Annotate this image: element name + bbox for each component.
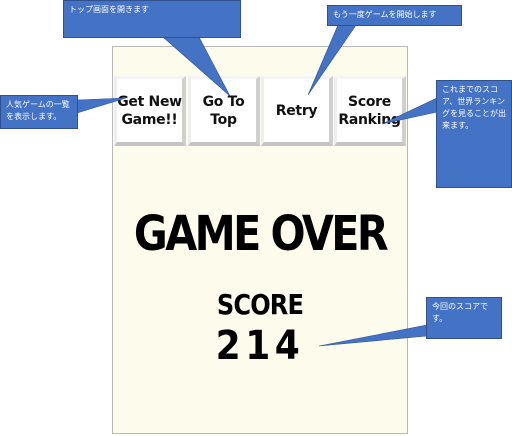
game-over-heading: GAME OVER: [133, 206, 389, 262]
retry-button[interactable]: Retry: [261, 76, 333, 146]
callout-get-new-game: 人気ゲームの一覧を表示します。: [0, 95, 78, 129]
callout-score: 今回のスコアです。: [426, 297, 502, 339]
score-label: SCORE: [216, 288, 304, 321]
callout-go-to-top: トップ画面を開きます: [63, 0, 241, 38]
callout-retry: もう一度ゲームを開始します: [327, 5, 462, 26]
retry-label: Retry: [275, 102, 318, 119]
get-new-game-button[interactable]: Get New Game!!: [114, 76, 186, 146]
go-to-top-label: Go To Top: [202, 93, 245, 128]
callout-score-ranking: これまでのスコア、世界ランキングを見ることが出来ます。: [436, 80, 512, 188]
score-ranking-label: Score Ranking: [338, 93, 401, 128]
score-ranking-button[interactable]: Score Ranking: [334, 76, 406, 146]
get-new-game-label: Get New Game!!: [117, 93, 182, 128]
score-value: 214: [215, 323, 305, 369]
go-to-top-button[interactable]: Go To Top: [188, 76, 260, 146]
